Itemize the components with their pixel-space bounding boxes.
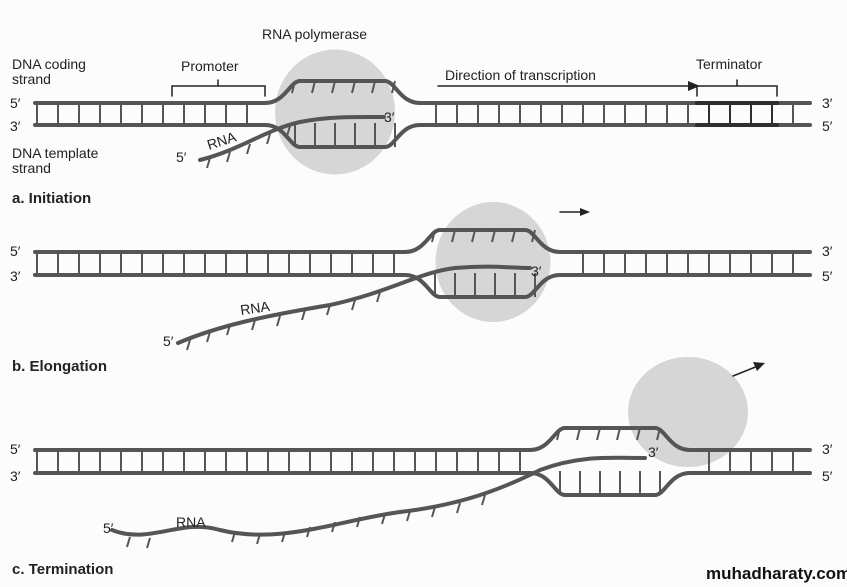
three-prime-label: 3′ (822, 441, 833, 457)
rna-polymerase (275, 49, 395, 175)
base-tick (576, 427, 581, 441)
rna-base (226, 324, 231, 336)
coding-strand-bubble (263, 79, 422, 105)
base-tick (451, 229, 456, 243)
rna-base (456, 502, 461, 514)
rna-base (351, 299, 356, 311)
base-tick (311, 80, 316, 94)
rna-three-prime-label: 3′ (384, 109, 395, 125)
rna-polymerase-label: RNA polymerase (262, 26, 367, 42)
promoter-label: Promoter (181, 58, 239, 74)
rna-base (281, 531, 286, 543)
panel-caption-initiation: a. Initiation (12, 190, 91, 207)
base-tick (556, 427, 561, 441)
coding-strand-bubble (403, 228, 562, 254)
rna-base (276, 315, 281, 327)
panel-caption-elongation: b. Elongation (12, 358, 107, 375)
watermark: muhadharaty.com (706, 564, 847, 583)
rna-base (306, 526, 311, 538)
base-tick (331, 80, 336, 94)
rna-strand (198, 114, 386, 162)
five-prime-label: 5′ (10, 243, 21, 259)
base-tick (351, 80, 356, 94)
rna-base (301, 309, 306, 321)
rna-strand (176, 264, 532, 345)
base-tick (511, 229, 516, 243)
rna-label: RNA (176, 514, 206, 530)
rna-label: RNA (239, 298, 271, 318)
rna-base (206, 331, 211, 343)
base-tick (636, 427, 641, 441)
rna-polymerase (435, 202, 551, 322)
template-strand-bubble (403, 273, 562, 299)
five-prime-label: 5′ (10, 441, 21, 457)
rna-three-prime-label: 3′ (648, 444, 659, 460)
five-prime-label: 5′ (822, 268, 833, 284)
rna-base (331, 521, 336, 533)
base-tick (616, 427, 621, 441)
rna-base (256, 533, 261, 545)
rna-base (381, 513, 386, 525)
rna-base (146, 537, 151, 549)
rna-base (251, 319, 256, 331)
five-prime-label: 5′ (10, 95, 21, 111)
rna-strand (110, 455, 647, 537)
movement-arrow (732, 365, 759, 377)
base-tick (471, 229, 476, 243)
promoter-bracket (171, 79, 266, 97)
rna-base (286, 125, 291, 137)
rna-base (206, 157, 211, 169)
rna-base (481, 494, 486, 506)
three-prime-label: 3′ (10, 468, 21, 484)
base-tick (431, 229, 436, 243)
rna-base (186, 339, 191, 351)
panel-caption-termination: c. Termination (12, 561, 113, 578)
base-tick (656, 427, 661, 441)
template-strand-label-2: strand (12, 160, 51, 176)
coding-strand-label-2: strand (12, 71, 51, 87)
template-strand-bubble (528, 471, 692, 497)
arrow-head-icon (580, 208, 590, 216)
rna-base (406, 510, 411, 522)
three-prime-label: 3′ (822, 243, 833, 259)
base-tick (371, 80, 376, 94)
terminator-bracket (696, 79, 778, 97)
rna-base (376, 291, 381, 303)
five-prime-label: 5′ (822, 468, 833, 484)
arrow-head-icon (688, 81, 700, 91)
base-tick (596, 427, 601, 441)
base-tick (531, 229, 536, 243)
base-tick (291, 80, 296, 94)
rna-three-prime-label: 3′ (531, 263, 542, 279)
rna-base (266, 133, 271, 145)
direction-label: Direction of transcription (445, 67, 596, 83)
rna-base (356, 516, 361, 528)
rna-base (246, 143, 251, 155)
rna-base (231, 531, 236, 543)
three-prime-label: 3′ (10, 268, 21, 284)
rna-base (431, 506, 436, 518)
arrow-head-icon (753, 362, 765, 371)
coding-strand-label: DNA coding (12, 56, 86, 72)
rna-five-prime-label: 5′ (103, 520, 114, 536)
rna-base (126, 536, 131, 548)
rna-five-prime-label: 5′ (176, 149, 187, 165)
base-tick (391, 80, 396, 94)
rna-base (326, 304, 331, 316)
rna-five-prime-label: 5′ (163, 333, 174, 349)
five-prime-label: 5′ (822, 118, 833, 134)
rna-base (226, 151, 231, 163)
template-strand-label: DNA template (12, 145, 99, 161)
three-prime-label: 3′ (822, 95, 833, 111)
coding-strand-bubble (528, 426, 692, 452)
terminator-label: Terminator (696, 56, 762, 72)
base-tick (491, 229, 496, 243)
three-prime-label: 3′ (10, 118, 21, 134)
